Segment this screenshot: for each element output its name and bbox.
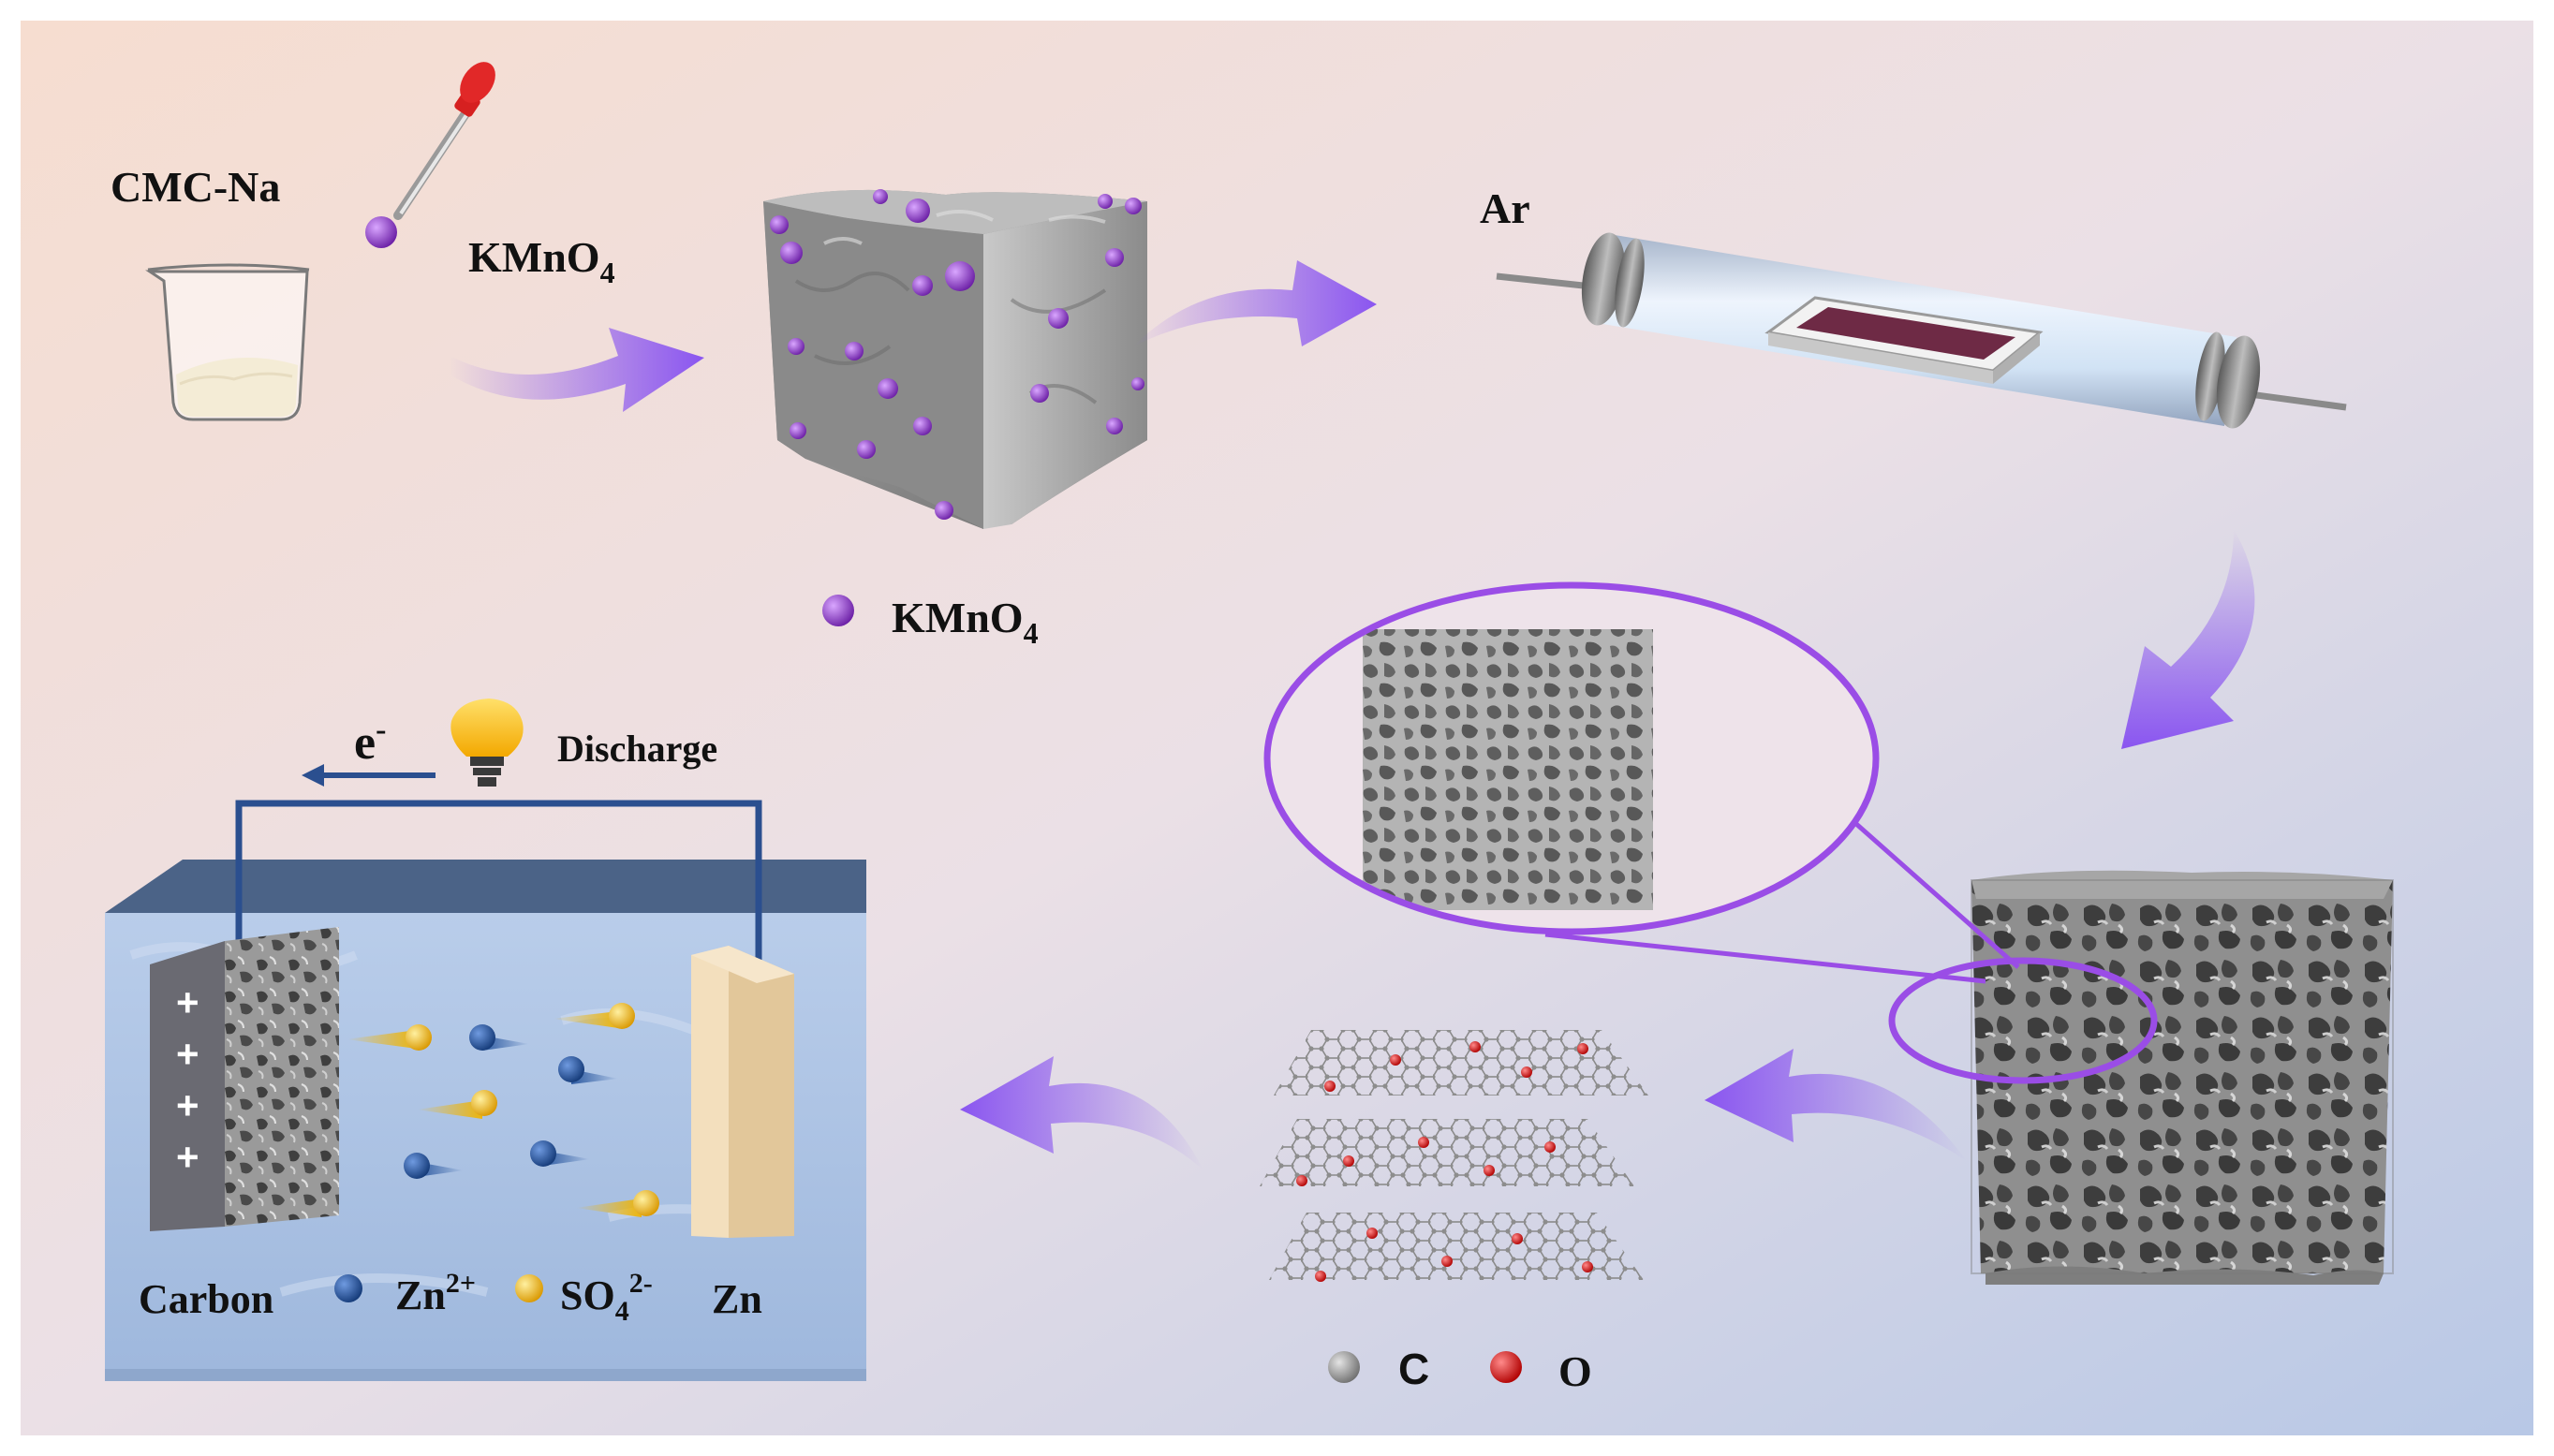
electron-label: e- xyxy=(354,713,386,770)
zn2-ions xyxy=(404,1024,618,1179)
arrow-step-2 xyxy=(1133,260,1377,346)
kmno4-drop xyxy=(365,216,397,248)
plus-sign-1: + xyxy=(176,980,199,1024)
c-legend-label: C xyxy=(1398,1345,1429,1393)
light-bulb-icon xyxy=(450,699,524,787)
gel-cube-icon xyxy=(763,189,1147,529)
kmno4-main-label: KMnO4 xyxy=(468,233,615,289)
zoom-line-bottom xyxy=(1544,932,1986,984)
tube-furnace-icon xyxy=(1496,232,2347,429)
external-circuit-wire xyxy=(235,800,762,960)
zoom-inset xyxy=(1263,581,1880,935)
battery-cell-icon xyxy=(105,800,866,1381)
kmno4-legend-label: KMnO4 xyxy=(892,594,1039,650)
carbon-atom-legend-marker xyxy=(1328,1351,1360,1383)
dropper-icon xyxy=(393,62,495,220)
arrow-step-3 xyxy=(2121,529,2255,749)
graphene-sheet-icon xyxy=(1260,1030,1648,1282)
zoom-region-ring xyxy=(1888,957,2158,1084)
plus-sign-3: + xyxy=(176,1083,199,1127)
cmc-na-label: CMC-Na xyxy=(111,163,280,211)
arrow-step-1 xyxy=(450,328,704,412)
arrow-step-5 xyxy=(960,1056,1203,1170)
carbon-label: Carbon xyxy=(139,1276,273,1322)
o-legend-label: O xyxy=(1558,1347,1592,1395)
so4-legend-marker xyxy=(515,1274,543,1302)
beaker-icon xyxy=(145,263,310,421)
electron-arrowhead xyxy=(302,764,324,787)
plus-sign-2: + xyxy=(176,1032,199,1076)
so4-ions xyxy=(347,1003,659,1217)
zn-ion-label: Zn2+ xyxy=(395,1268,476,1318)
discharge-label: Discharge xyxy=(557,728,717,770)
ar-label: Ar xyxy=(1480,184,1530,232)
zn-label: Zn xyxy=(712,1276,762,1322)
arrow-step-4 xyxy=(1705,1049,1967,1161)
oxygen-atom-legend-marker xyxy=(1490,1351,1522,1383)
plus-signs: + + + + xyxy=(176,980,199,1179)
plus-sign-4: + xyxy=(176,1135,199,1179)
so4-label: SO42- xyxy=(560,1268,653,1327)
kmno4-legend-marker xyxy=(822,595,854,626)
zn-ion-legend-marker xyxy=(334,1274,362,1302)
